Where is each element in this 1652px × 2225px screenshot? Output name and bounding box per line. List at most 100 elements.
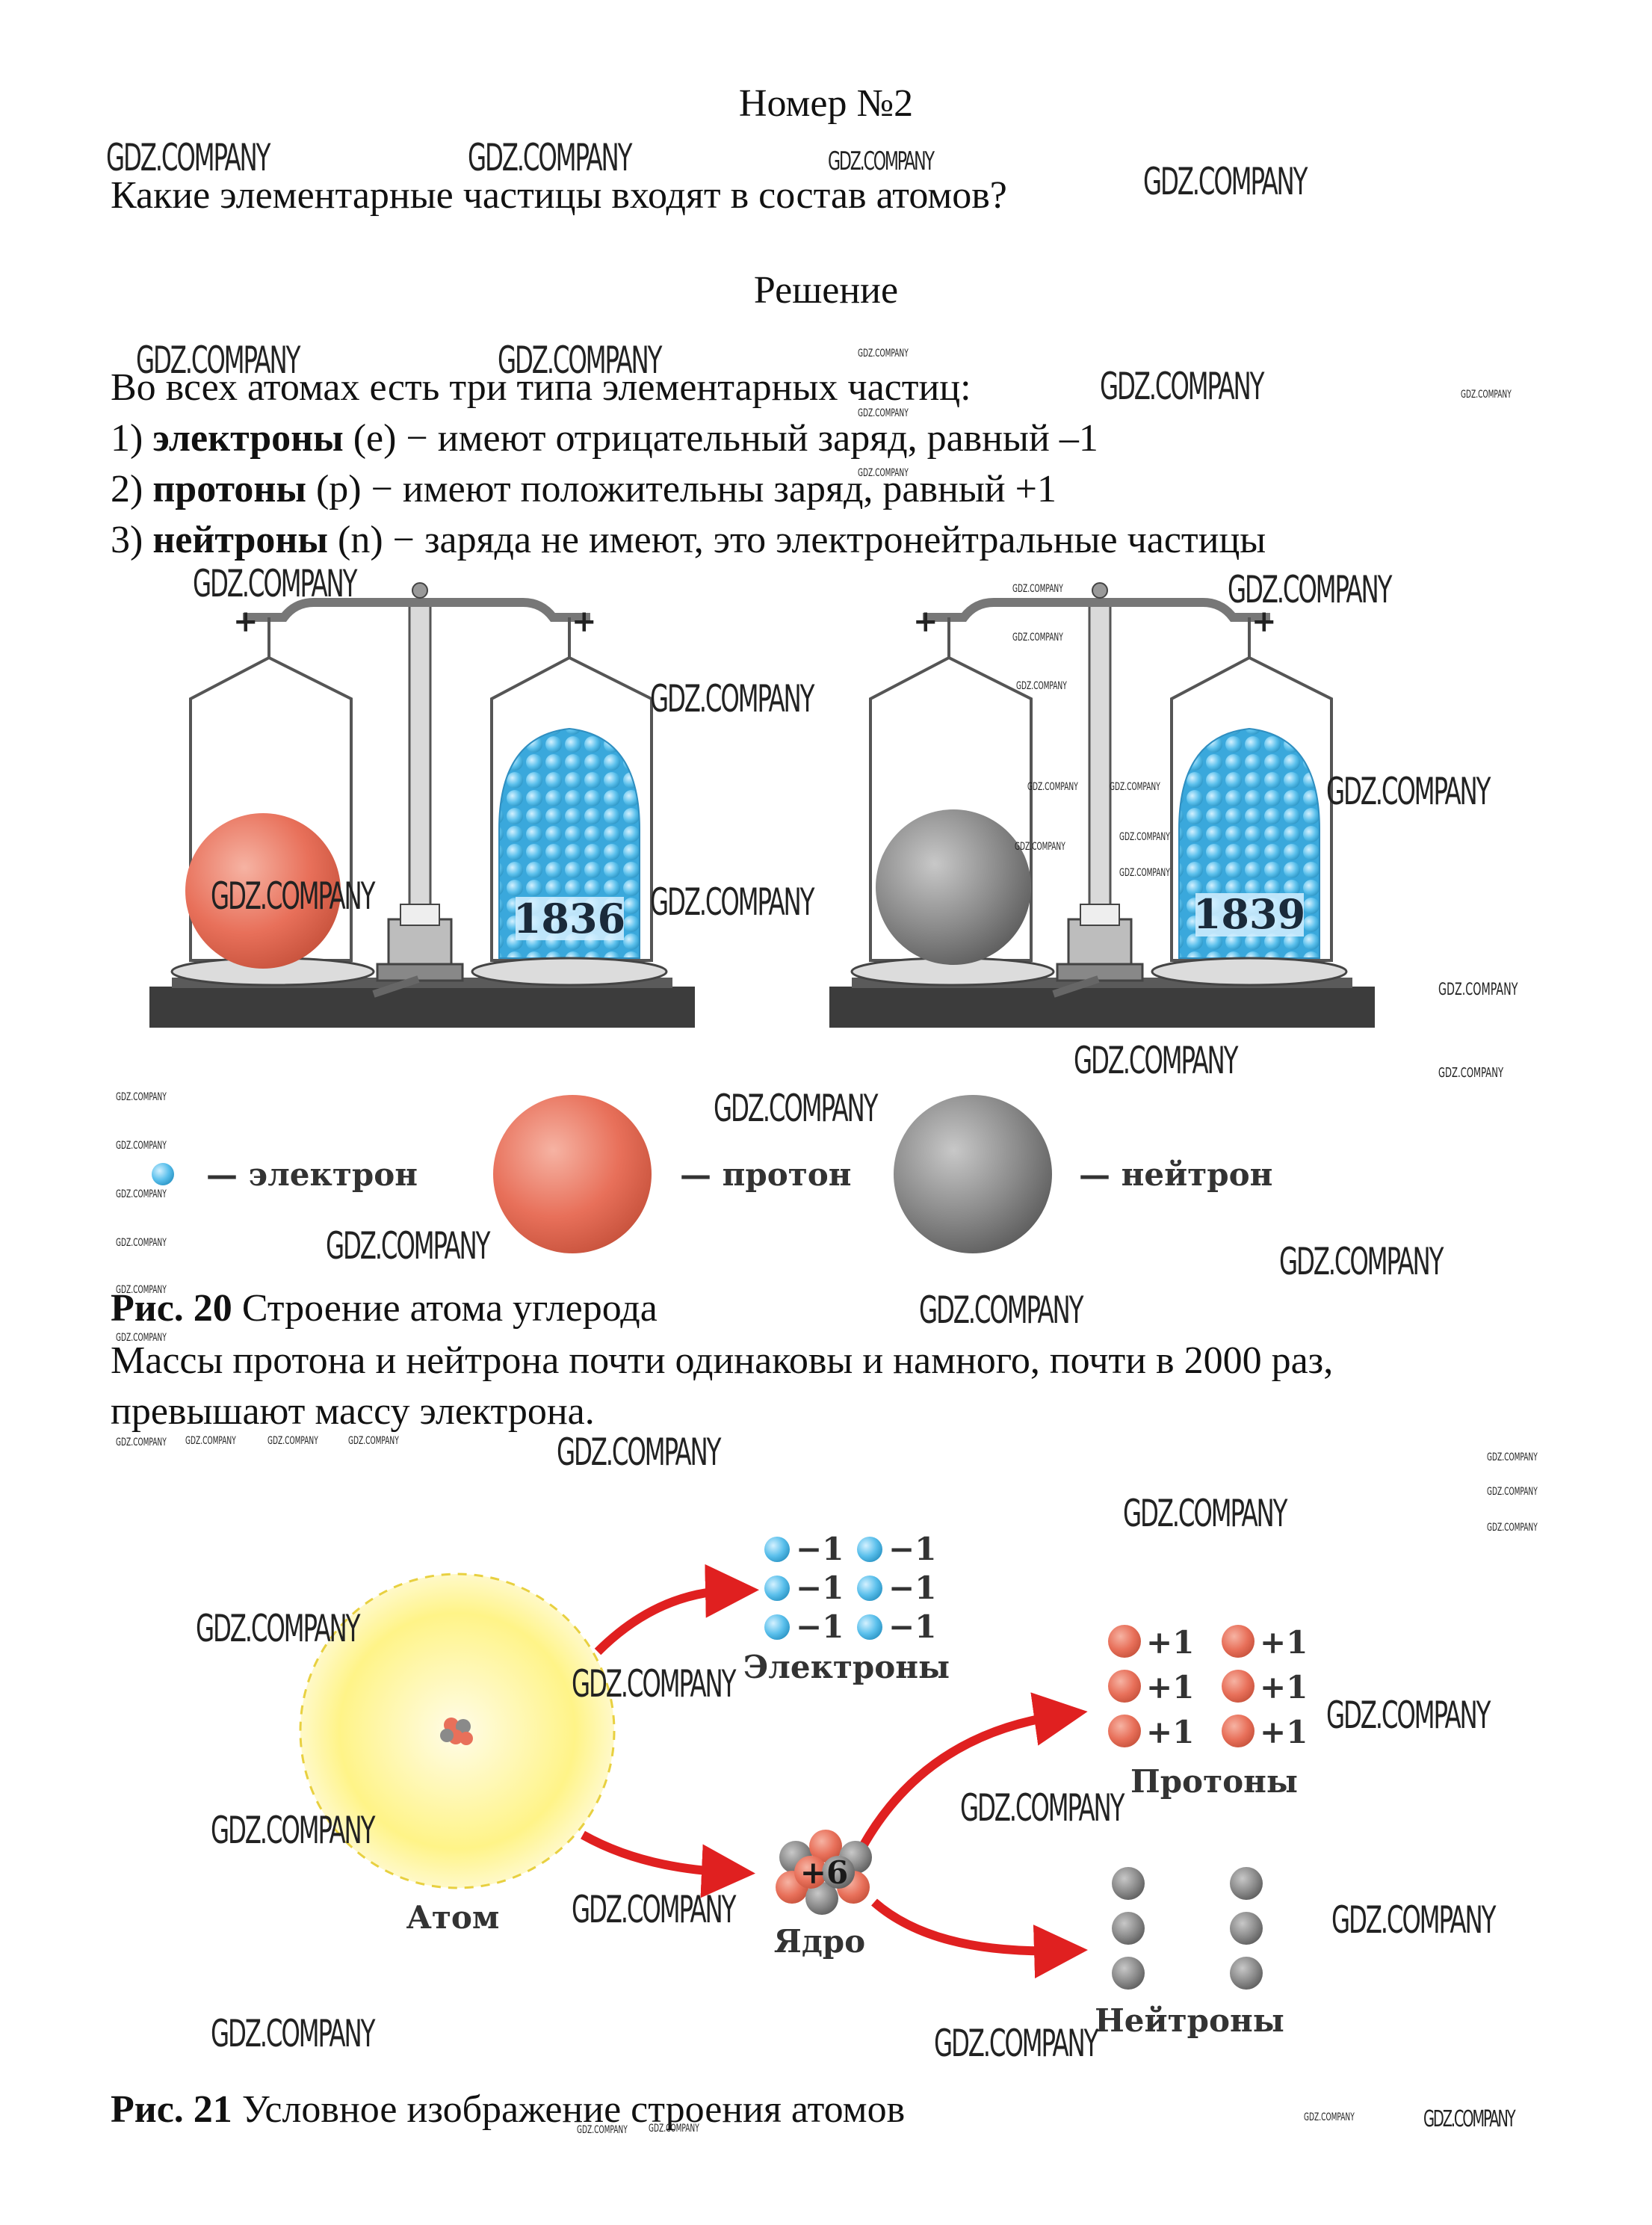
watermark: GDZ.COMPANY xyxy=(193,562,357,605)
neutron-ball xyxy=(876,809,1031,965)
neutrons-label: Нейтроны xyxy=(1095,2002,1284,2039)
watermark: GDZ.COMPANY xyxy=(116,1091,167,1103)
page-heading: Номер №2 xyxy=(738,82,914,125)
item-number: 2) xyxy=(111,468,143,510)
watermark: GDZ.COMPANY xyxy=(828,146,935,176)
scale-right: + + 1839 xyxy=(829,582,1375,1028)
caption-number: Рис. 21 xyxy=(111,2088,232,2131)
watermark: GDZ.COMPANY xyxy=(1461,389,1512,401)
nucleus-charge: +6 xyxy=(800,1854,848,1891)
atom-nucleus-small xyxy=(440,1718,473,1745)
count-label: 1839 xyxy=(1193,890,1305,938)
count-label: 1836 xyxy=(513,895,625,942)
neutrons-group: Нейтроны xyxy=(1095,1867,1284,2039)
charge-label: +1 xyxy=(1260,1669,1308,1706)
electron-swatch xyxy=(152,1163,174,1185)
item-description: (p) − имеют положительны заряд, равный +… xyxy=(306,468,1057,510)
charge-label: +1 xyxy=(1146,1669,1194,1706)
watermark: GDZ.COMPANY xyxy=(1123,1492,1287,1535)
protons-group: +1 +1 +1 +1 +1 +1 Протоны xyxy=(1108,1624,1308,1800)
protons-label: Протоны xyxy=(1130,1763,1298,1800)
svg-text:+: + xyxy=(233,604,259,639)
watermark: GDZ.COMPANY xyxy=(116,1140,167,1152)
nucleus: +6 Ядро xyxy=(774,1830,872,1960)
svg-text:+: + xyxy=(1252,604,1277,639)
nucleus-label: Ядро xyxy=(774,1923,865,1960)
charge-label: −1 xyxy=(796,1608,844,1645)
legend-neutron: — нейтрон xyxy=(1079,1156,1272,1193)
item-term: электроны xyxy=(152,417,344,460)
watermark: GDZ.COMPANY xyxy=(211,2012,375,2055)
watermark: GDZ.COMPANY xyxy=(858,407,909,419)
watermark: GDZ.COMPANY xyxy=(1279,1240,1444,1283)
charge-label: −1 xyxy=(888,1531,936,1567)
watermark: GDZ.COMPANY xyxy=(858,348,909,359)
figure-21-caption: Рис. 21 Условное изображение строения ат… xyxy=(111,2090,905,2129)
watermark: GDZ.COMPANY xyxy=(1110,781,1160,793)
watermark: GDZ.COMPANY xyxy=(1119,831,1170,843)
item-description: (e) − имеют отрицательный заряд, равный … xyxy=(343,417,1098,460)
solution-heading: Решение xyxy=(753,269,899,312)
watermark: GDZ.COMPANY xyxy=(1100,365,1264,408)
watermark: GDZ.COMPANY xyxy=(1012,583,1063,595)
watermark: GDZ.COMPANY xyxy=(1027,781,1078,793)
caption-number: Рис. 20 xyxy=(111,1287,232,1330)
charge-label: −1 xyxy=(796,1570,844,1606)
watermark: GDZ.COMPANY xyxy=(185,1435,236,1447)
watermark: GDZ.COMPANY xyxy=(919,1289,1083,1332)
watermark: GDZ.COMPANY xyxy=(1438,1065,1504,1081)
charge-label: −1 xyxy=(796,1531,844,1567)
watermark: GDZ.COMPANY xyxy=(650,677,814,720)
watermark: GDZ.COMPANY xyxy=(196,1607,360,1650)
mass-text-line: превышают массу электрона. xyxy=(111,1390,595,1433)
watermark: GDZ.COMPANY xyxy=(211,1809,375,1852)
watermark: GDZ.COMPANY xyxy=(1016,680,1067,692)
watermark: GDZ.COMPANY xyxy=(1143,160,1308,203)
arrow-to-neutrons xyxy=(871,1898,1088,1979)
item-description: (n) − заряда не имеют, это электронейтра… xyxy=(328,519,1266,561)
watermark: GDZ.COMPANY xyxy=(1074,1039,1238,1082)
watermark: GDZ.COMPANY xyxy=(498,339,662,382)
list-item: 3) нейтроны (n) − заряда не имеют, это э… xyxy=(111,521,1266,560)
question-text: Какие элементарные частицы входят в сост… xyxy=(111,174,1007,217)
watermark: GDZ.COMPANY xyxy=(1326,1694,1491,1737)
proton-ball xyxy=(185,813,341,969)
charge-label: +1 xyxy=(1260,1624,1308,1661)
watermark: GDZ.COMPANY xyxy=(557,1431,721,1474)
charge-label: +1 xyxy=(1146,1714,1194,1750)
watermark: GDZ.COMPANY xyxy=(116,1237,167,1249)
watermark: GDZ.COMPANY xyxy=(106,136,270,179)
watermark: GDZ.COMPANY xyxy=(1423,2106,1516,2132)
item-term: нейтроны xyxy=(152,519,328,561)
svg-text:+: + xyxy=(913,604,938,639)
figure-20-caption: Рис. 20 Строение атома углерода xyxy=(111,1289,658,1328)
watermark: GDZ.COMPANY xyxy=(116,1284,167,1296)
watermark: GDZ.COMPANY xyxy=(572,1888,736,1931)
scale-left: + + 1836 xyxy=(149,582,695,1028)
caption-text: Строение атома углерода xyxy=(232,1287,658,1330)
watermark: GDZ.COMPANY xyxy=(1015,841,1065,853)
figure-21: Атом −1 −1 −1 −1 −1 −1 Электроны +6 Ядро xyxy=(299,1531,1308,2039)
watermark: GDZ.COMPANY xyxy=(1304,2111,1355,2123)
watermark: GDZ.COMPANY xyxy=(116,1188,167,1200)
item-number: 1) xyxy=(111,417,143,460)
watermark: GDZ.COMPANY xyxy=(1331,1898,1496,1942)
watermark: GDZ.COMPANY xyxy=(1487,1486,1538,1498)
svg-text:+: + xyxy=(572,604,597,639)
legend-electron: — электрон xyxy=(206,1156,418,1193)
watermark: GDZ.COMPANY xyxy=(1119,867,1170,879)
watermark: GDZ.COMPANY xyxy=(1326,770,1491,813)
item-term: протоны xyxy=(152,468,306,510)
arrow-to-protons xyxy=(859,1692,1088,1848)
watermark: GDZ.COMPANY xyxy=(348,1435,399,1447)
charge-label: −1 xyxy=(888,1608,936,1645)
charge-label: −1 xyxy=(888,1570,936,1606)
watermark: GDZ.COMPANY xyxy=(211,874,375,918)
caption-text: Условное изображение строения атомов xyxy=(232,2088,906,2131)
arrow-to-electrons xyxy=(594,1564,759,1655)
watermark: GDZ.COMPANY xyxy=(326,1224,490,1268)
charge-label: +1 xyxy=(1260,1714,1308,1750)
watermark: GDZ.COMPANY xyxy=(858,467,909,479)
watermark: GDZ.COMPANY xyxy=(1487,1522,1538,1534)
figure-20: + + 1836 + + 1839 xyxy=(149,582,1375,1253)
